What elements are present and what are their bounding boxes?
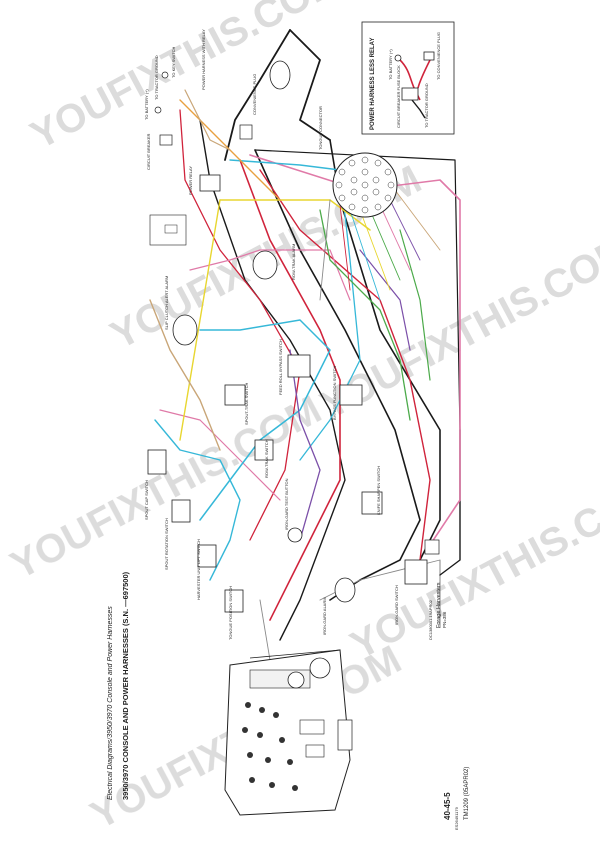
- alarm-icon: [309, 657, 331, 679]
- svg-text:POWER RELAY: POWER RELAY: [188, 166, 193, 195]
- inset-power-harness-less-relay: POWER HARNESS LESS RELAY TO BATTERY (+) …: [361, 21, 455, 135]
- svg-text:BYPASS FUNCTION SWITCH: BYPASS FUNCTION SWITCH: [332, 366, 337, 420]
- svg-text:KNIFE SHARPEN SWITCH: KNIFE SHARPEN SWITCH: [376, 466, 381, 515]
- spout-trak-switch: SPOUT-TRAK SWITCH: [224, 382, 249, 425]
- svg-text:TONGUE POSITION SWITCH: TONGUE POSITION SWITCH: [228, 586, 233, 640]
- svg-text:CONVENIENCE PLUG: CONVENIENCE PLUG: [252, 74, 257, 115]
- small-ref: PN=386: [442, 611, 447, 628]
- dial-icon: [287, 671, 305, 689]
- svg-text:IRON-GARD ALARM: IRON-GARD ALARM: [322, 597, 327, 635]
- inset-frame: [361, 21, 455, 135]
- svg-text:ROW-TRAK SWITCH: ROW-TRAK SWITCH: [264, 439, 269, 478]
- bypass-function-switch: BYPASS FUNCTION SWITCH: [332, 366, 363, 420]
- fuse-block-icon: [401, 87, 419, 101]
- svg-text:CIRCUIT BREAKER: CIRCUIT BREAKER: [146, 134, 151, 170]
- knife-sharpen-switch: KNIFE SHARPEN SWITCH: [361, 466, 383, 515]
- wire-harness: [149, 29, 461, 661]
- svg-text:POWER HARNESS WITH RELAY: POWER HARNESS WITH RELAY: [201, 29, 206, 90]
- switch-icon: [224, 384, 246, 406]
- key-switch-lead: TO KEY SWITCH: [171, 46, 176, 78]
- button-icon: [287, 527, 303, 543]
- breadcrumb: Electrical Diagrams/3950/3970 Console an…: [107, 606, 114, 800]
- tongue-connector: TONGUE CONNECTOR: [318, 106, 398, 218]
- inset-label: TO BATTERY (+): [388, 49, 393, 80]
- power-harness-with-relay: POWER HARNESS WITH RELAY: [201, 29, 206, 90]
- inset-label: TO TRACTOR GROUND: [424, 83, 429, 128]
- slip-clutch-alert-alarm: SLIP CLUTCH ALERT ALARM: [164, 276, 198, 346]
- iron-gard-test-button: IRON-GARD TEST BUTTON: [284, 478, 303, 543]
- switch-icon: [254, 439, 274, 461]
- plug-icon: [269, 60, 291, 90]
- iron-gard-alarm: IRON-GARD ALARM: [322, 577, 356, 635]
- alarm-icon: [252, 250, 278, 280]
- row-trak-switch: ROW-TRAK SWITCH: [254, 439, 274, 478]
- catalog-code: ES26491179: [454, 806, 459, 830]
- doc-code: TM1209 (05APR02): [464, 767, 470, 820]
- alarm-icon: [334, 577, 356, 603]
- svg-text:SPOUT CAP SWITCH: SPOUT CAP SWITCH: [144, 480, 149, 520]
- svg-text:HARVESTER UNIT LIFT SWITCH: HARVESTER UNIT LIFT SWITCH: [196, 539, 201, 600]
- inset-title: POWER HARNESS LESS RELAY: [370, 38, 376, 130]
- svg-text:ROW-TRAK ALARM: ROW-TRAK ALARM: [291, 244, 296, 280]
- svg-text:TO BATTERY (+): TO BATTERY (+): [144, 89, 149, 120]
- date-code: DC1380001-19APR02: [428, 599, 433, 640]
- harvester-unit-lift-switch: HARVESTER UNIT LIFT SWITCH: [196, 539, 217, 600]
- svg-text:IRON-GARD SWITCH: IRON-GARD SWITCH: [394, 585, 399, 625]
- convenience-plug: CONVENIENCE PLUG: [239, 60, 291, 140]
- svg-text:SPOUT ROTATION SWITCH: SPOUT ROTATION SWITCH: [164, 518, 169, 570]
- tongue-position-switch: TONGUE POSITION SWITCH: [224, 586, 244, 640]
- battery-terminal: TO BATTERY (+): [144, 89, 162, 120]
- spout-cap-switch: SPOUT CAP SWITCH: [144, 449, 167, 520]
- switch-icon: [171, 499, 191, 523]
- relay-icon: [199, 174, 221, 192]
- feed-roll-bypass-switch: FEED ROLL BYPASS SWITCH: [278, 339, 311, 395]
- page-title: 3950/3970 CONSOLE AND POWER HARNESSES (S…: [121, 571, 130, 800]
- svg-text:FEED ROLL BYPASS SWITCH: FEED ROLL BYPASS SWITCH: [278, 339, 283, 395]
- switch-icon: [339, 384, 363, 406]
- switch-icon: [287, 354, 311, 378]
- svg-text:TO KEY SWITCH: TO KEY SWITCH: [171, 46, 176, 78]
- page-number: 40-45-5: [443, 792, 452, 820]
- tractor-ground: TO TRACTOR GROUND: [154, 55, 169, 100]
- control-console: [224, 649, 353, 816]
- battery-terminal-icon: [154, 106, 162, 114]
- inset-label: TO CONVENIENCE PLUG: [436, 32, 441, 80]
- spout-rotation-switch: SPOUT ROTATION SWITCH: [164, 499, 191, 570]
- svg-text:SLIP CLUTCH ALERT ALARM: SLIP CLUTCH ALERT ALARM: [164, 276, 169, 330]
- alarm-icon: [172, 314, 198, 346]
- switch-icon: [361, 491, 383, 515]
- switch-icon: [197, 544, 217, 568]
- svg-text:TO TRACTOR GROUND: TO TRACTOR GROUND: [154, 55, 159, 100]
- switch-icon: [147, 449, 167, 475]
- switch-icon: [224, 589, 244, 613]
- switch-icon: [404, 559, 428, 585]
- section-name: Forage Harvesters: [436, 582, 442, 628]
- relay-pinout: [149, 214, 187, 246]
- svg-text:IRON-GARD TEST BUTTON: IRON-GARD TEST BUTTON: [284, 478, 289, 530]
- battery-terminal-icon: [394, 54, 402, 62]
- power-relay: POWER RELAY: [188, 166, 221, 195]
- plug-icon: [423, 51, 435, 61]
- row-trak-alarm: ROW-TRAK ALARM: [252, 244, 296, 280]
- circuit-breaker: CIRCUIT BREAKER: [146, 134, 173, 170]
- watermark-text: YOUFIXTHIS.COM: [24, 0, 349, 158]
- tongue-connector-label: TONGUE CONNECTOR: [318, 106, 323, 150]
- inset-label: CIRCUIT BREAKER FUSE BLOCK: [396, 65, 401, 128]
- iron-gard-switch: IRON-GARD SWITCH: [394, 539, 440, 625]
- ground-terminal-icon: [161, 71, 169, 79]
- svg-text:SPOUT-TRAK SWITCH: SPOUT-TRAK SWITCH: [244, 382, 249, 425]
